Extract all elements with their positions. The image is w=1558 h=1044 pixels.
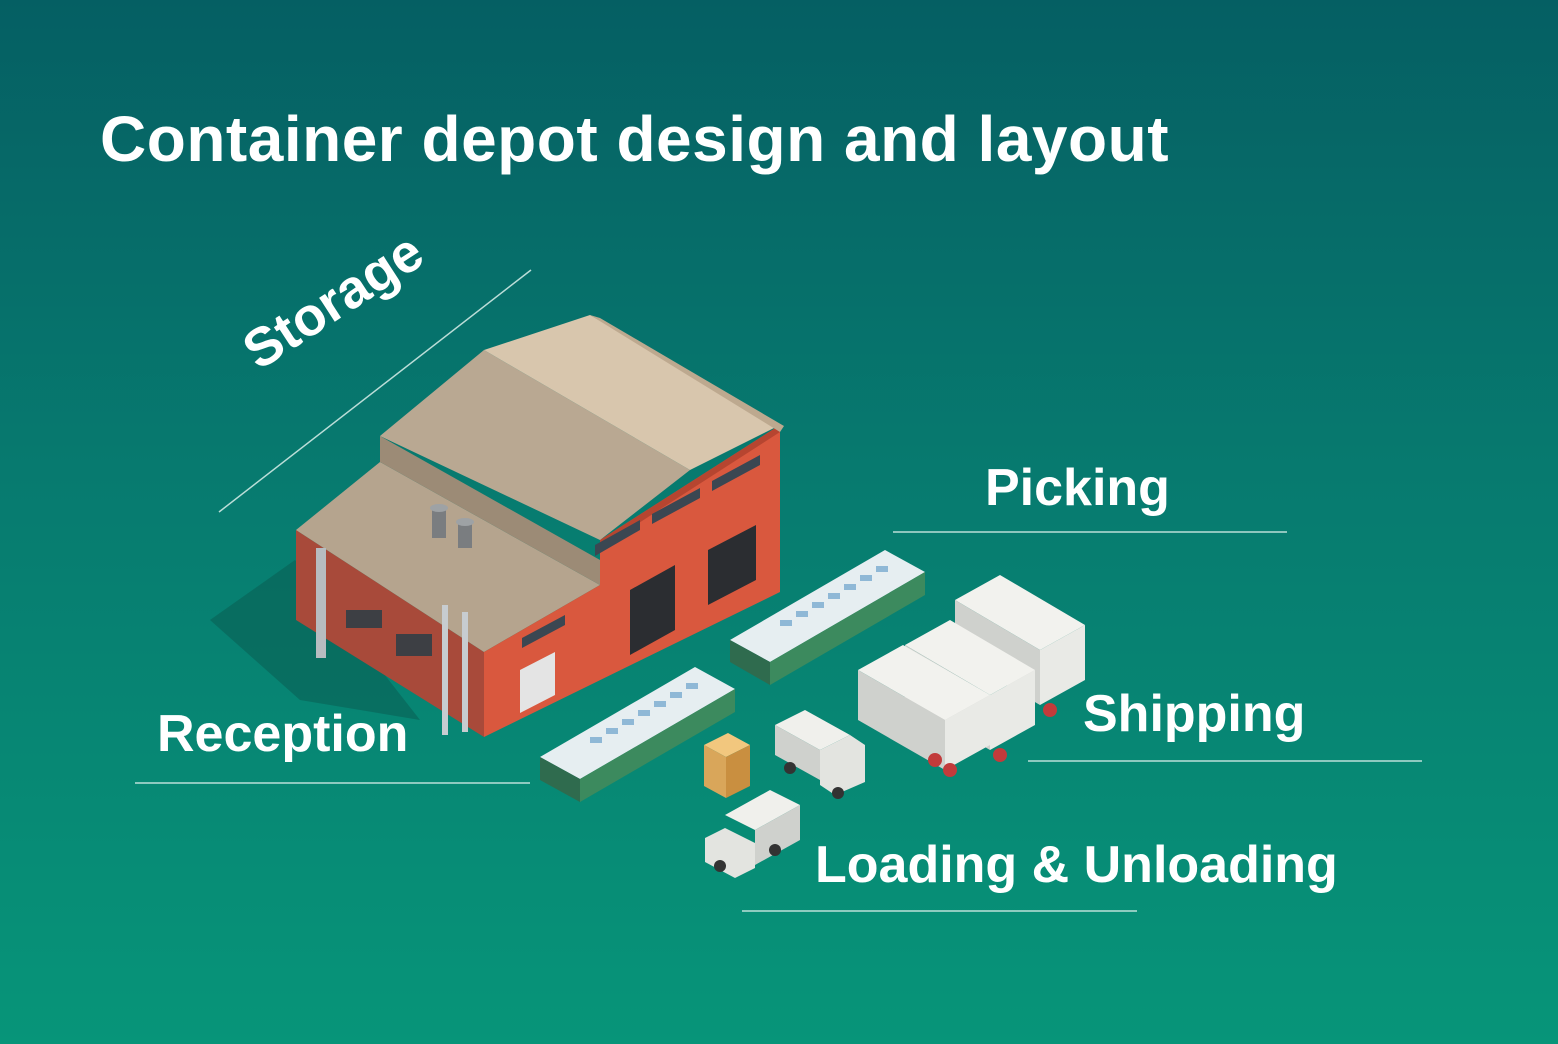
- dock-platform-upper: [730, 550, 925, 685]
- picking-label: Picking: [985, 459, 1170, 517]
- truck: [705, 790, 800, 878]
- shipping-label: Shipping: [1083, 685, 1306, 743]
- trailer: [858, 645, 990, 777]
- storage-line: [218, 269, 532, 513]
- loading-unloading-label: Loading & Unloading: [815, 836, 1338, 894]
- label-lines: [135, 269, 1422, 912]
- dock-platform-lower: [540, 667, 735, 802]
- warehouse-building: [210, 315, 784, 737]
- page-title: Container depot design and layout: [100, 103, 1169, 175]
- crates: [704, 733, 750, 798]
- reception-label: Reception: [157, 705, 409, 763]
- truck: [775, 710, 865, 799]
